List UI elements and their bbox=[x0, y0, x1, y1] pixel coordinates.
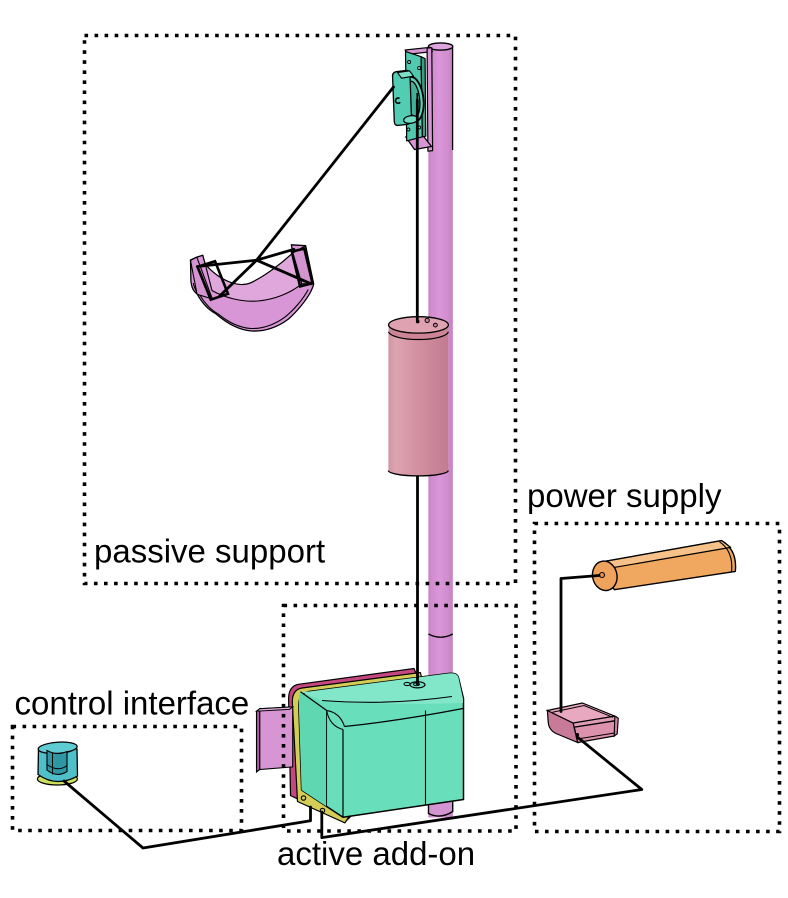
svg-text:control interface: control interface bbox=[15, 685, 250, 722]
svg-text:active add-on: active add-on bbox=[277, 835, 475, 872]
svg-text:passive support: passive support bbox=[94, 533, 325, 570]
svg-text:power supply: power supply bbox=[527, 477, 722, 514]
